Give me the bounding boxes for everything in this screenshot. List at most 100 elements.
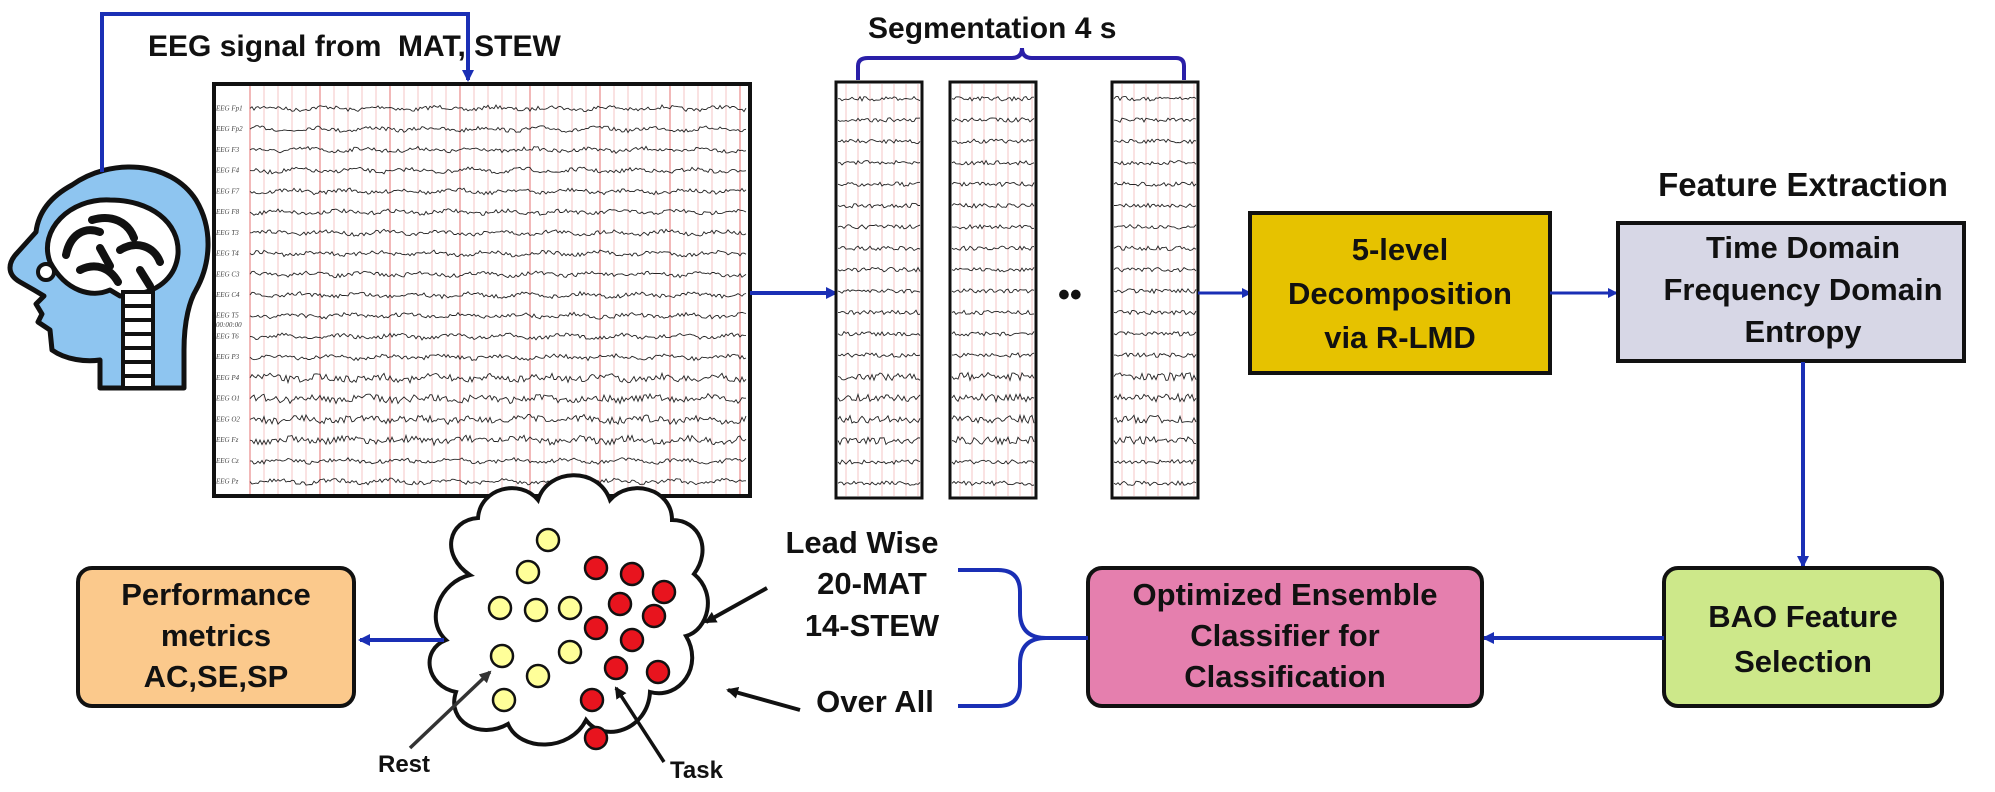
feature-selection-line-1: BAO Feature <box>1708 599 1897 634</box>
eeg-channel-label: EEG O2 <box>215 415 240 423</box>
segment-trace <box>837 138 921 145</box>
segment-trace <box>1113 435 1197 445</box>
segment-trace <box>951 288 1035 294</box>
segment-panel <box>1110 80 1200 500</box>
rest-dot <box>491 687 517 713</box>
segment-trace <box>838 309 921 316</box>
rest-class-dots <box>487 527 583 713</box>
segment-trace <box>1113 480 1197 487</box>
eeg-channel-label: EEG P4 <box>215 374 240 382</box>
segment-trace <box>951 371 1035 382</box>
eeg-trace <box>249 332 747 341</box>
eeg-channel-label: EEG P3 <box>215 353 240 361</box>
eeg-channel-label: EEG Fp1 <box>215 104 243 112</box>
eeg-trace <box>249 270 747 279</box>
classifier-line-1: Optimized Ensemble <box>1133 577 1438 612</box>
eeg-trace <box>249 104 747 113</box>
task-dot <box>583 555 609 581</box>
eeg-channel-label: EEG C4 <box>215 291 240 299</box>
overall-label: Over All <box>816 684 934 719</box>
rest-dot <box>523 597 549 623</box>
rest-dot <box>525 663 551 689</box>
segment-ellipsis: •• <box>1058 276 1082 314</box>
segmentation-brace <box>856 47 1186 80</box>
decomposition-line-2: Decomposition <box>1288 276 1512 311</box>
segment-trace <box>951 267 1035 273</box>
decomposition-line-3: via R-LMD <box>1324 320 1476 355</box>
feature-extraction-box: Time Domain Frequency Domain Entropy <box>1616 221 1966 363</box>
evaluation-bracket-upper <box>958 568 1088 640</box>
eeg-trace <box>249 208 747 216</box>
eeg-channel-label: EEG T5 <box>215 312 239 320</box>
task-dot <box>645 659 671 685</box>
segment-trace <box>1113 267 1197 273</box>
segmentation-label: Segmentation 4 s <box>868 12 1116 45</box>
eeg-channel-label: EEG F7 <box>215 187 240 195</box>
rest-dot <box>487 595 513 621</box>
eeg-traces <box>249 104 747 486</box>
task-dot <box>579 687 605 713</box>
segment-trace <box>1114 352 1197 359</box>
segment-trace <box>1113 117 1197 123</box>
rest-pointer <box>408 670 492 750</box>
segment-trace <box>837 414 921 424</box>
segment-trace <box>1113 138 1197 145</box>
segment-trace <box>951 245 1035 252</box>
eeg-grid <box>249 86 741 494</box>
segment-trace <box>1113 330 1197 337</box>
classifier-box: Optimized Ensemble Classifier for Classi… <box>1086 566 1484 708</box>
task-dot <box>651 579 677 605</box>
task-label: Task <box>670 757 724 784</box>
segment-trace <box>837 224 921 230</box>
eeg-channel-label: EEG F8 <box>215 208 240 216</box>
segment-panel <box>948 80 1038 500</box>
segment-trace <box>1113 459 1197 465</box>
eeg-channel-label: EEG Fz <box>215 436 239 444</box>
segment-trace <box>951 352 1035 359</box>
eeg-trace <box>249 413 747 426</box>
task-dot <box>619 627 645 653</box>
segment-trace <box>837 352 921 358</box>
classifier-line-2: Classifier for <box>1190 618 1380 653</box>
lead-wise-label: Lead Wise <box>785 525 938 560</box>
rest-dot <box>557 639 583 665</box>
segment-trace <box>837 266 921 273</box>
segment-trace <box>837 330 921 337</box>
eeg-source-label: EEG signal from MAT, STEW <box>148 30 561 63</box>
segment-panel <box>834 80 924 500</box>
performance-line-2: metrics <box>161 618 271 653</box>
segment-trace <box>837 436 921 446</box>
evaluation-bracket-lower <box>958 636 1047 708</box>
segment-trace <box>837 159 921 166</box>
segment-trace <box>837 245 921 252</box>
decomposition-line-1: 5-level <box>1352 232 1449 267</box>
feature-frequency-domain: Frequency Domain <box>1663 272 1942 307</box>
segment-trace <box>837 372 921 382</box>
feature-entropy: Entropy <box>1744 314 1862 349</box>
task-pointer <box>614 686 666 763</box>
eeg-trace <box>249 187 747 196</box>
segment-trace <box>1113 160 1197 166</box>
lead-wise-mat: 20-MAT <box>817 566 927 601</box>
task-dot <box>583 615 609 641</box>
lead-wise-pointer <box>704 586 768 624</box>
eeg-trace <box>249 457 747 465</box>
eeg-trace <box>249 353 747 362</box>
segment-trace <box>837 392 921 403</box>
segment-trace <box>951 95 1034 102</box>
segment-trace <box>1113 96 1197 102</box>
feature-extraction-heading: Feature Extraction <box>1658 166 1948 203</box>
segment-trace <box>951 202 1035 209</box>
performance-line-3: AC,SE,SP <box>144 659 289 694</box>
feature-time-domain: Time Domain <box>1706 230 1900 265</box>
segment-panel-frame <box>1110 80 1200 500</box>
eeg-trace <box>249 249 747 258</box>
overall-pointer <box>726 686 801 712</box>
eeg-trace <box>249 145 747 154</box>
task-dot <box>583 725 609 751</box>
brain-head-icon <box>7 164 211 391</box>
eeg-channel-label: EEG F4 <box>215 167 240 175</box>
